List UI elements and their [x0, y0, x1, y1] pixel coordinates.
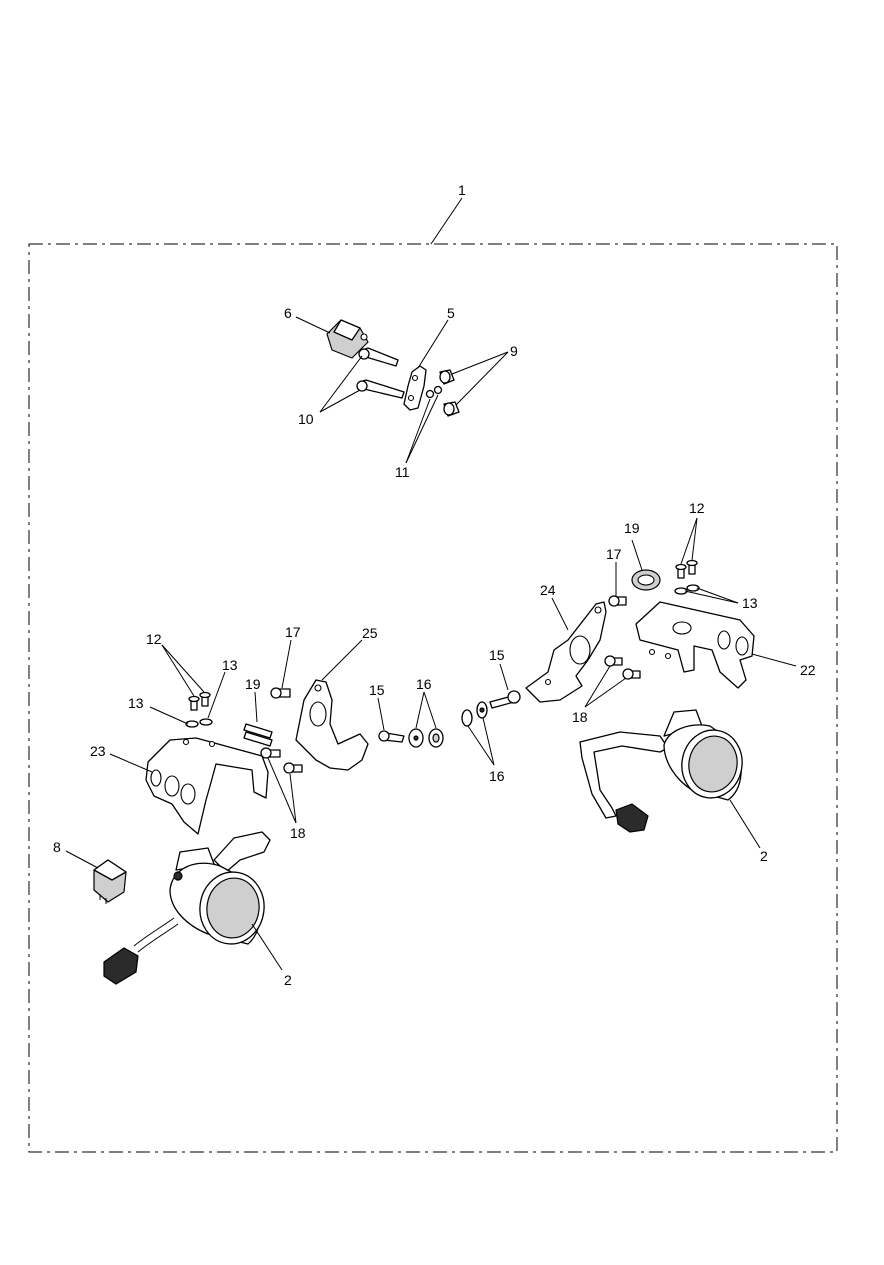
callout-16-left: 16 [416, 676, 432, 692]
callout-1: 1 [458, 182, 466, 198]
callout-18-left: 18 [290, 825, 306, 841]
callout-15-right: 15 [489, 647, 505, 663]
callout-17-left: 17 [285, 624, 301, 640]
callout-18-right: 18 [572, 709, 588, 725]
bracket-22 [635, 601, 755, 689]
screws-12-left [188, 691, 211, 711]
lamp-2-right [579, 709, 743, 833]
kit-boundary [28, 243, 838, 1153]
bracket-25 [295, 679, 369, 771]
callout-17-right: 17 [606, 546, 622, 562]
callout-2-left: 2 [284, 972, 292, 988]
bolt-17-right [608, 595, 627, 607]
callout-13-right: 13 [742, 595, 758, 611]
callout-25: 25 [362, 625, 378, 641]
callout-24: 24 [540, 582, 556, 598]
bracket-24 [525, 601, 607, 703]
callout-15-left: 15 [369, 682, 385, 698]
bolt-17-left [270, 687, 291, 699]
callout-12-right: 12 [689, 500, 705, 516]
relay-6 [326, 319, 369, 359]
nuts-11 [425, 385, 443, 399]
callout-13-left: 13 [128, 695, 144, 711]
callout-6: 6 [284, 305, 292, 321]
bolts-18-right [604, 655, 641, 680]
washers-16-left [408, 728, 444, 748]
callout-13-left-top: 13 [222, 657, 238, 673]
bolt-15-right [489, 690, 521, 709]
callout-8: 8 [53, 839, 61, 855]
callout-12-left: 12 [146, 631, 162, 647]
grommet-19-right [631, 569, 661, 591]
screws-12-right [675, 559, 698, 579]
callout-19-right: 19 [624, 520, 640, 536]
bracket-23 [145, 737, 269, 835]
callout-9: 9 [510, 343, 518, 359]
callout-23: 23 [90, 743, 106, 759]
grommet-19-left [243, 723, 273, 747]
callout-5: 5 [447, 305, 455, 321]
bracket-5 [403, 365, 427, 411]
bolts-18-left [260, 747, 303, 774]
callout-19-left: 19 [245, 676, 261, 692]
callout-22: 22 [800, 662, 816, 678]
relay-8 [93, 859, 127, 904]
bolt-15-left [378, 730, 405, 743]
washers-16-right [461, 701, 488, 727]
washers-13-left [185, 718, 213, 728]
callout-10: 10 [298, 411, 314, 427]
spacers-9 [439, 369, 460, 417]
callout-11: 11 [395, 464, 410, 480]
washers-13-right [674, 584, 700, 595]
callout-2-right: 2 [760, 848, 768, 864]
bolts-10 [356, 347, 405, 399]
callout-16-right: 16 [489, 768, 505, 784]
lamp-2-left [103, 831, 271, 985]
